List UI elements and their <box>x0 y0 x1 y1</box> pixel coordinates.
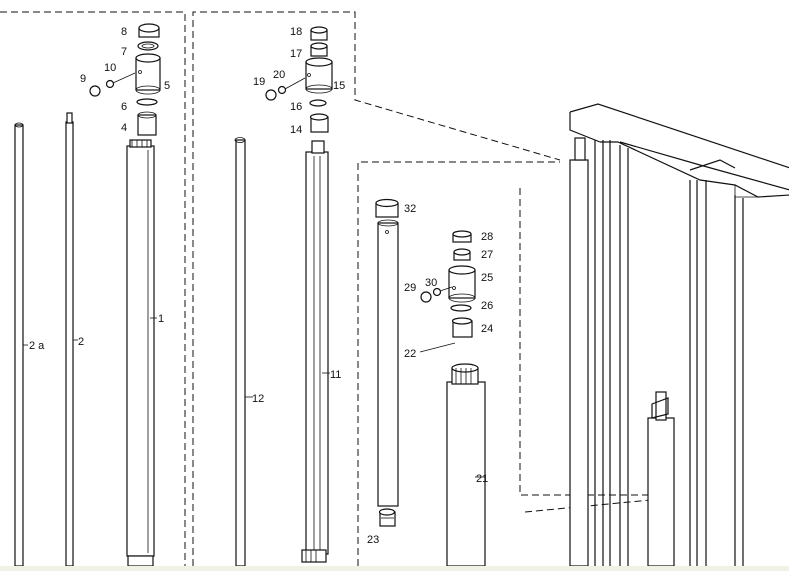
callout-1: 1 <box>158 313 164 325</box>
callout-26: 26 <box>481 300 493 312</box>
callout-19: 19 <box>253 76 265 88</box>
leader-lines <box>23 317 485 478</box>
callout-labels: 8 7 10 9 5 6 4 1 2 a 2 18 17 20 19 15 16… <box>29 26 493 546</box>
cylinder-11 <box>265 26 333 563</box>
callout-25: 25 <box>481 272 493 284</box>
callout-32: 32 <box>404 203 416 215</box>
callout-8: 8 <box>121 26 127 38</box>
callout-2: 2 <box>78 336 84 348</box>
rod-2a <box>14 122 24 567</box>
callout-10: 10 <box>104 62 116 74</box>
rod-12 <box>234 137 246 567</box>
callout-5: 5 <box>164 80 170 92</box>
cylinder-1 <box>89 23 161 567</box>
callout-20: 20 <box>273 69 285 81</box>
callout-7: 7 <box>121 46 127 58</box>
callout-11: 11 <box>330 369 341 381</box>
callout-28: 28 <box>481 231 493 243</box>
callout-2a: 2 a <box>29 340 45 352</box>
callout-9: 9 <box>80 73 86 85</box>
callout-23: 23 <box>367 534 379 546</box>
cylinder-22 <box>375 198 399 527</box>
callout-14: 14 <box>290 124 302 136</box>
cylinder-21 <box>420 230 486 567</box>
bottom-band <box>0 566 789 571</box>
callout-29: 29 <box>404 282 416 294</box>
callout-21: 21 <box>476 473 488 485</box>
callout-15: 15 <box>333 80 345 92</box>
callout-12: 12 <box>252 393 264 405</box>
callout-30: 30 <box>425 277 437 289</box>
callout-18: 18 <box>290 26 302 38</box>
section-boundaries <box>0 11 651 566</box>
callout-6: 6 <box>121 101 127 113</box>
callout-22: 22 <box>404 348 416 360</box>
callout-17: 17 <box>290 48 302 60</box>
mast-frame <box>569 103 789 567</box>
callout-4: 4 <box>121 122 127 134</box>
rod-2 <box>65 112 74 567</box>
callout-27: 27 <box>481 249 493 261</box>
callout-24: 24 <box>481 323 493 335</box>
callout-16: 16 <box>290 101 302 113</box>
